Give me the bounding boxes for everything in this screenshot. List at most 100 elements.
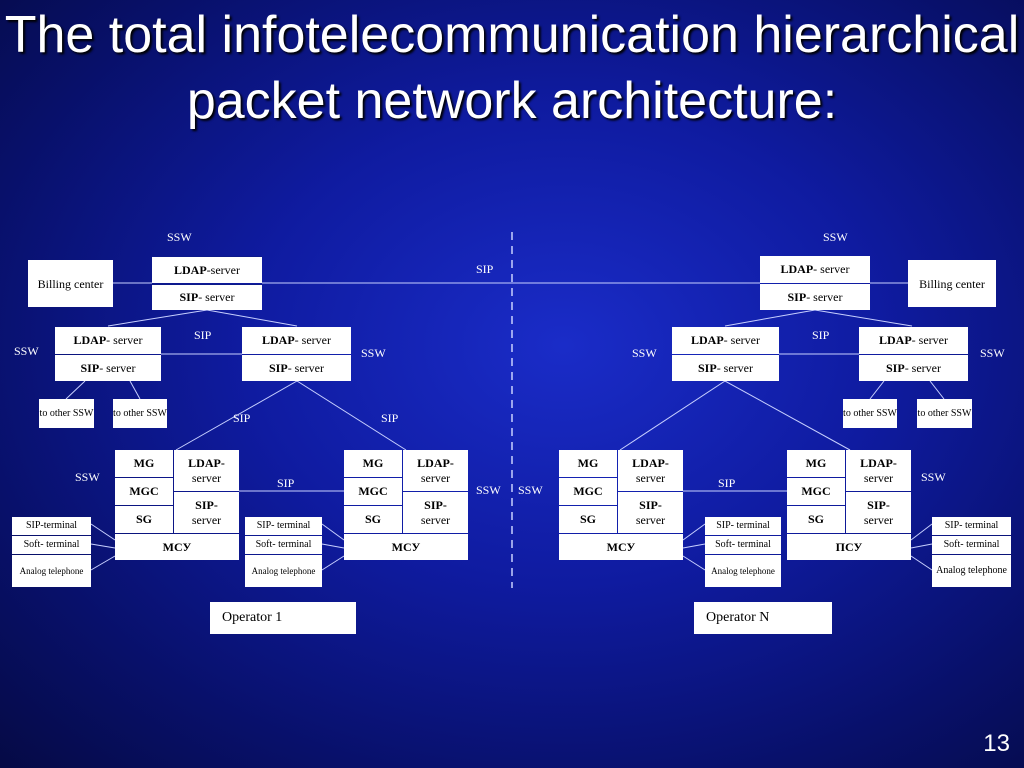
ldap-server: LDAP-server	[618, 450, 683, 491]
server-label: - server	[106, 333, 143, 347]
analog-telephone: Analog telephone	[12, 555, 91, 587]
ssw-label: SSW	[921, 470, 946, 484]
sip-label: SIP	[476, 262, 494, 276]
sip-label: SIP	[381, 411, 399, 425]
server-label: server	[191, 470, 222, 485]
ssw-label: SSW	[361, 346, 386, 360]
ssw-label: SSW	[823, 230, 848, 244]
slide-title: The total infotelecommunication hierarch…	[4, 6, 1020, 130]
analog-telephone: Analog telephone	[932, 555, 1011, 587]
ldap-server: LDAP- server	[760, 256, 870, 283]
sg-cell: SG	[787, 506, 845, 533]
server-label: server	[420, 512, 451, 527]
operator-n-box: Operator N	[694, 602, 832, 634]
sip-server: SIP- server	[672, 355, 779, 381]
ssw-label: SSW	[476, 483, 501, 497]
to-other-ssw: to other SSW	[39, 399, 94, 428]
sg-cell: SG	[115, 506, 173, 533]
server-label: - server	[198, 290, 235, 304]
server-label: server	[635, 512, 666, 527]
ssw-label: SSW	[75, 470, 100, 484]
ldap-label: LDAP	[174, 262, 207, 277]
ssw-label: SSW	[980, 346, 1005, 360]
billing-center-right: Billing center	[908, 260, 996, 307]
server-label: - server	[911, 333, 948, 347]
mgc-cell: MGC	[559, 478, 617, 505]
sip-server: SIP- server	[152, 284, 262, 310]
soft-terminal: Soft- terminal	[705, 536, 781, 554]
ldap-label: LDAP	[691, 333, 724, 347]
sip-terminal: SIP- terminal	[705, 517, 781, 535]
mg-cell: MG	[787, 450, 845, 477]
ldap-server: LDAP- server	[859, 327, 968, 354]
mgc-cell: MGC	[787, 478, 845, 505]
ssw-label: SSW	[14, 344, 39, 358]
sip-label: SIP	[179, 290, 199, 304]
sip-server: SIP- server	[55, 355, 161, 381]
soft-terminal: Soft- terminal	[932, 536, 1011, 554]
soft-terminal: Soft- terminal	[245, 536, 322, 554]
sip-label: SIP	[194, 328, 212, 342]
ldap-server: LDAP- server	[242, 327, 351, 354]
ldap-label: LDAP	[780, 262, 814, 276]
mg-cell: MG	[344, 450, 402, 477]
sip-label: SIP-	[424, 497, 447, 512]
mgc-cell: MGC	[344, 478, 402, 505]
analog-telephone: Analog telephone	[705, 555, 781, 587]
ssw-label: SSW	[632, 346, 657, 360]
ldap-server: LDAP-server	[403, 450, 468, 491]
ldap-label: LDAP-	[632, 455, 669, 470]
sip-label: SIP	[698, 360, 717, 375]
sip-terminal: SIP- terminal	[245, 517, 322, 535]
sip-label: SIP	[233, 411, 251, 425]
ldap-label: LDAP-	[860, 455, 897, 470]
sip-server: SIP- server	[242, 355, 351, 381]
sip-label: SIP	[886, 360, 905, 375]
server-label: - server	[716, 360, 753, 375]
sip-terminal: SIP-terminal	[12, 517, 91, 535]
sip-label: SIP	[787, 289, 807, 304]
sip-label: SIP	[718, 476, 736, 490]
server-label: server	[863, 470, 894, 485]
to-other-ssw: to other SSW	[843, 399, 897, 428]
sip-terminal: SIP- terminal	[932, 517, 1011, 535]
msu-cell: МСУ	[344, 534, 468, 560]
server-label: - server	[287, 360, 324, 375]
server-label: server	[863, 512, 894, 527]
mg-cell: MG	[559, 450, 617, 477]
sip-server: SIP- server	[859, 355, 968, 381]
server-label: - server	[813, 262, 850, 276]
psu-cell: ПСУ	[787, 534, 911, 560]
ldap-server: LDAP- server	[55, 327, 161, 354]
server-label: - server	[99, 360, 136, 375]
server-label: server	[191, 512, 222, 527]
sip-label: SIP	[277, 476, 295, 490]
sip-label: SIP	[812, 328, 830, 342]
ldap-server: LDAP- server	[672, 327, 779, 354]
sip-server: SIP-server	[174, 492, 239, 533]
mgc-cell: MGC	[115, 478, 173, 505]
ldap-server: LDAP-server	[846, 450, 911, 491]
ldap-server: LDAP-server	[152, 256, 262, 283]
sip-server: SIP- server	[760, 284, 870, 310]
msu-cell: МСУ	[115, 534, 239, 560]
server-label: server	[420, 470, 451, 485]
sip-label: SIP-	[867, 497, 890, 512]
server-label: - server	[904, 360, 941, 375]
billing-center-left: Billing center	[28, 260, 113, 307]
ssw-label: SSW	[167, 230, 192, 244]
to-other-ssw: to other SSW	[113, 399, 167, 428]
analog-telephone: Analog telephone	[245, 555, 322, 587]
page-number: 13	[983, 730, 1010, 757]
operator-1-box: Operator 1	[210, 602, 356, 634]
msu-cell: МСУ	[559, 534, 683, 560]
server-label: -server	[206, 262, 240, 277]
ssw-label: SSW	[518, 483, 543, 497]
ldap-label: LDAP-	[417, 455, 454, 470]
server-label: - server	[723, 333, 760, 347]
mg-cell: MG	[115, 450, 173, 477]
server-label: server	[635, 470, 666, 485]
ldap-label: LDAP	[73, 333, 107, 347]
server-label: - server	[806, 289, 843, 304]
